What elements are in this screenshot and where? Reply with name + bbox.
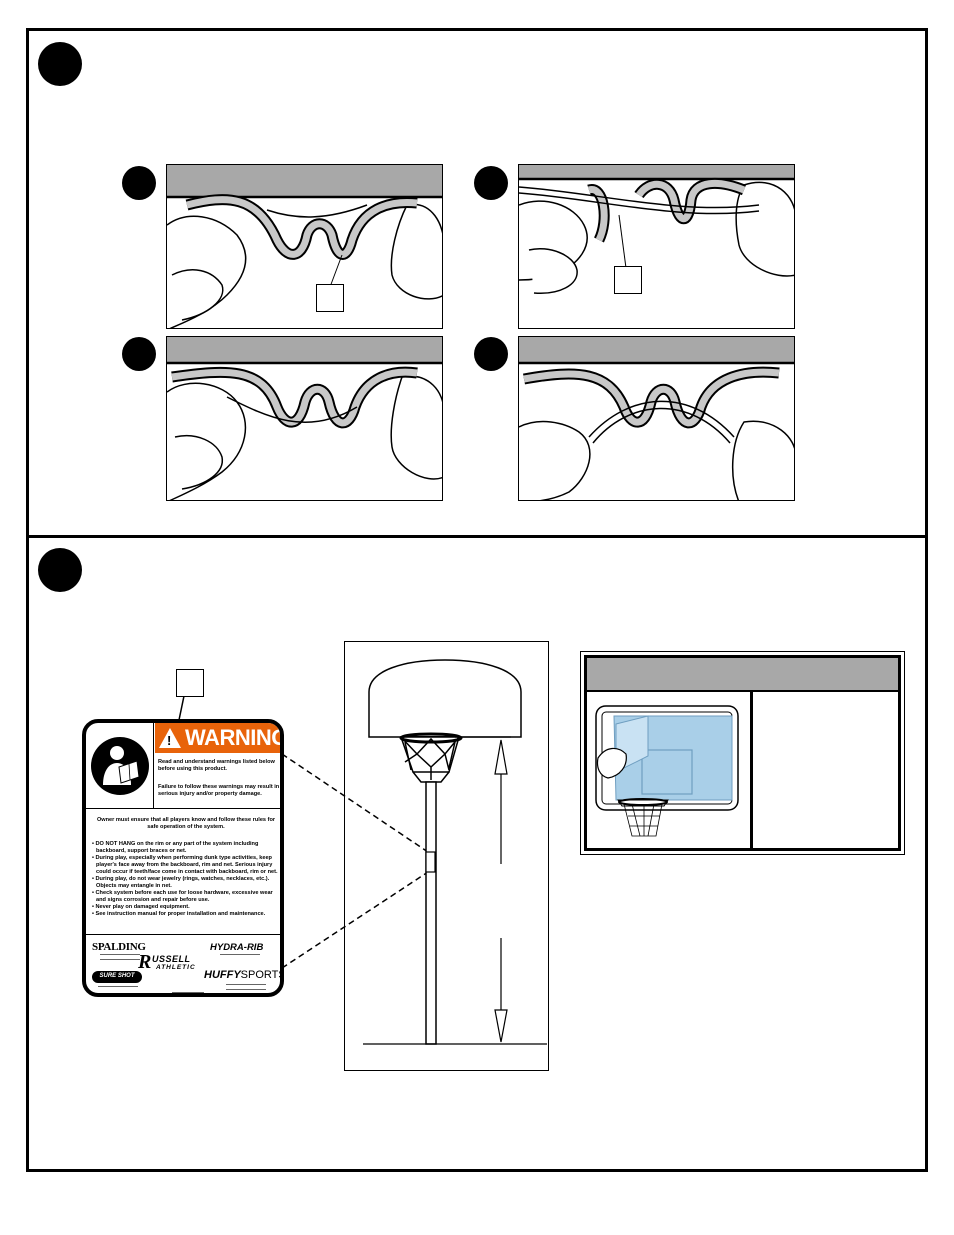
safety-rules-list: • DO NOT HANG on the rim or any part of … [92, 841, 280, 918]
net-attach-panel-2 [518, 164, 795, 329]
huffy-contact [226, 984, 266, 990]
spalding-logo: SPALDING [92, 941, 146, 953]
hydra-rib-contact [220, 954, 260, 957]
sports-text: SPORTS [240, 969, 284, 981]
page-frame [26, 28, 928, 1172]
basketball-system-drawing [363, 659, 547, 1045]
backboard-sticker-drawing [595, 705, 739, 837]
inset-panel [584, 655, 901, 851]
label-placement-lines [281, 753, 429, 969]
substep-marker-1 [122, 166, 156, 200]
callout-box-panel-1 [316, 284, 344, 312]
safety-rule: • During play, do not wear jewelry (ring… [92, 876, 270, 889]
warning-heading-text: WARNING [185, 725, 284, 750]
russell-r-logo: R [138, 951, 152, 973]
callout-box-label [176, 669, 204, 697]
inset-panel-header [587, 658, 898, 692]
warning-label: ! WARNING Read and understand warnings l… [82, 719, 284, 997]
inset-panel-outer [580, 651, 905, 855]
brand-logos: SPALDING HYDRA-RIB R USSELL ATHLETIC SUR… [86, 935, 280, 993]
warning-intro-1: Read and understand warnings listed belo… [158, 759, 275, 772]
callout-box-panel-2 [614, 266, 642, 294]
substep-marker-4 [474, 337, 508, 371]
safety-rule: • DO NOT HANG on the rim or any part of … [92, 841, 259, 854]
pole-illustration-frame [344, 641, 549, 1071]
safety-rule: • See instruction manual for proper inst… [92, 911, 266, 917]
safety-rule: • Check system before each use for loose… [92, 890, 273, 903]
huffy-logo: HUFFYSPORTS [204, 969, 284, 981]
russell-text-top: USSELL [152, 954, 191, 964]
spalding-contact [100, 954, 140, 960]
section-divider [26, 535, 928, 538]
step-marker-top [38, 42, 82, 86]
safety-rule: • Never play on damaged equipment. [92, 904, 190, 910]
owner-rules-text: Owner must ensure that all players know … [96, 817, 276, 830]
safety-rule: • During play, especially when performin… [92, 855, 278, 875]
label-part-number [172, 992, 204, 993]
hydra-rib-logo: HYDRA-RIB [210, 942, 264, 953]
net-attach-panel-1 [166, 164, 443, 329]
manual-reader-icon [91, 737, 149, 795]
step-marker-bottom [38, 548, 82, 592]
warning-heading: ! WARNING [155, 723, 280, 753]
sure-shot-contact [98, 986, 138, 989]
substep-marker-3 [122, 337, 156, 371]
net-attach-panel-3 [166, 336, 443, 501]
sure-shot-logo: SURE SHOT [92, 971, 142, 983]
inset-panel-divider [750, 692, 753, 848]
warning-triangle-icon: ! [159, 728, 181, 748]
net-attach-panel-4 [518, 336, 795, 501]
russell-text-bottom: ATHLETIC [156, 964, 196, 971]
huffy-text: HUFFY [204, 969, 241, 981]
warning-intro-2: Failure to follow these warnings may res… [158, 784, 280, 797]
substep-marker-2 [474, 166, 508, 200]
callout-leader-label [178, 696, 185, 721]
